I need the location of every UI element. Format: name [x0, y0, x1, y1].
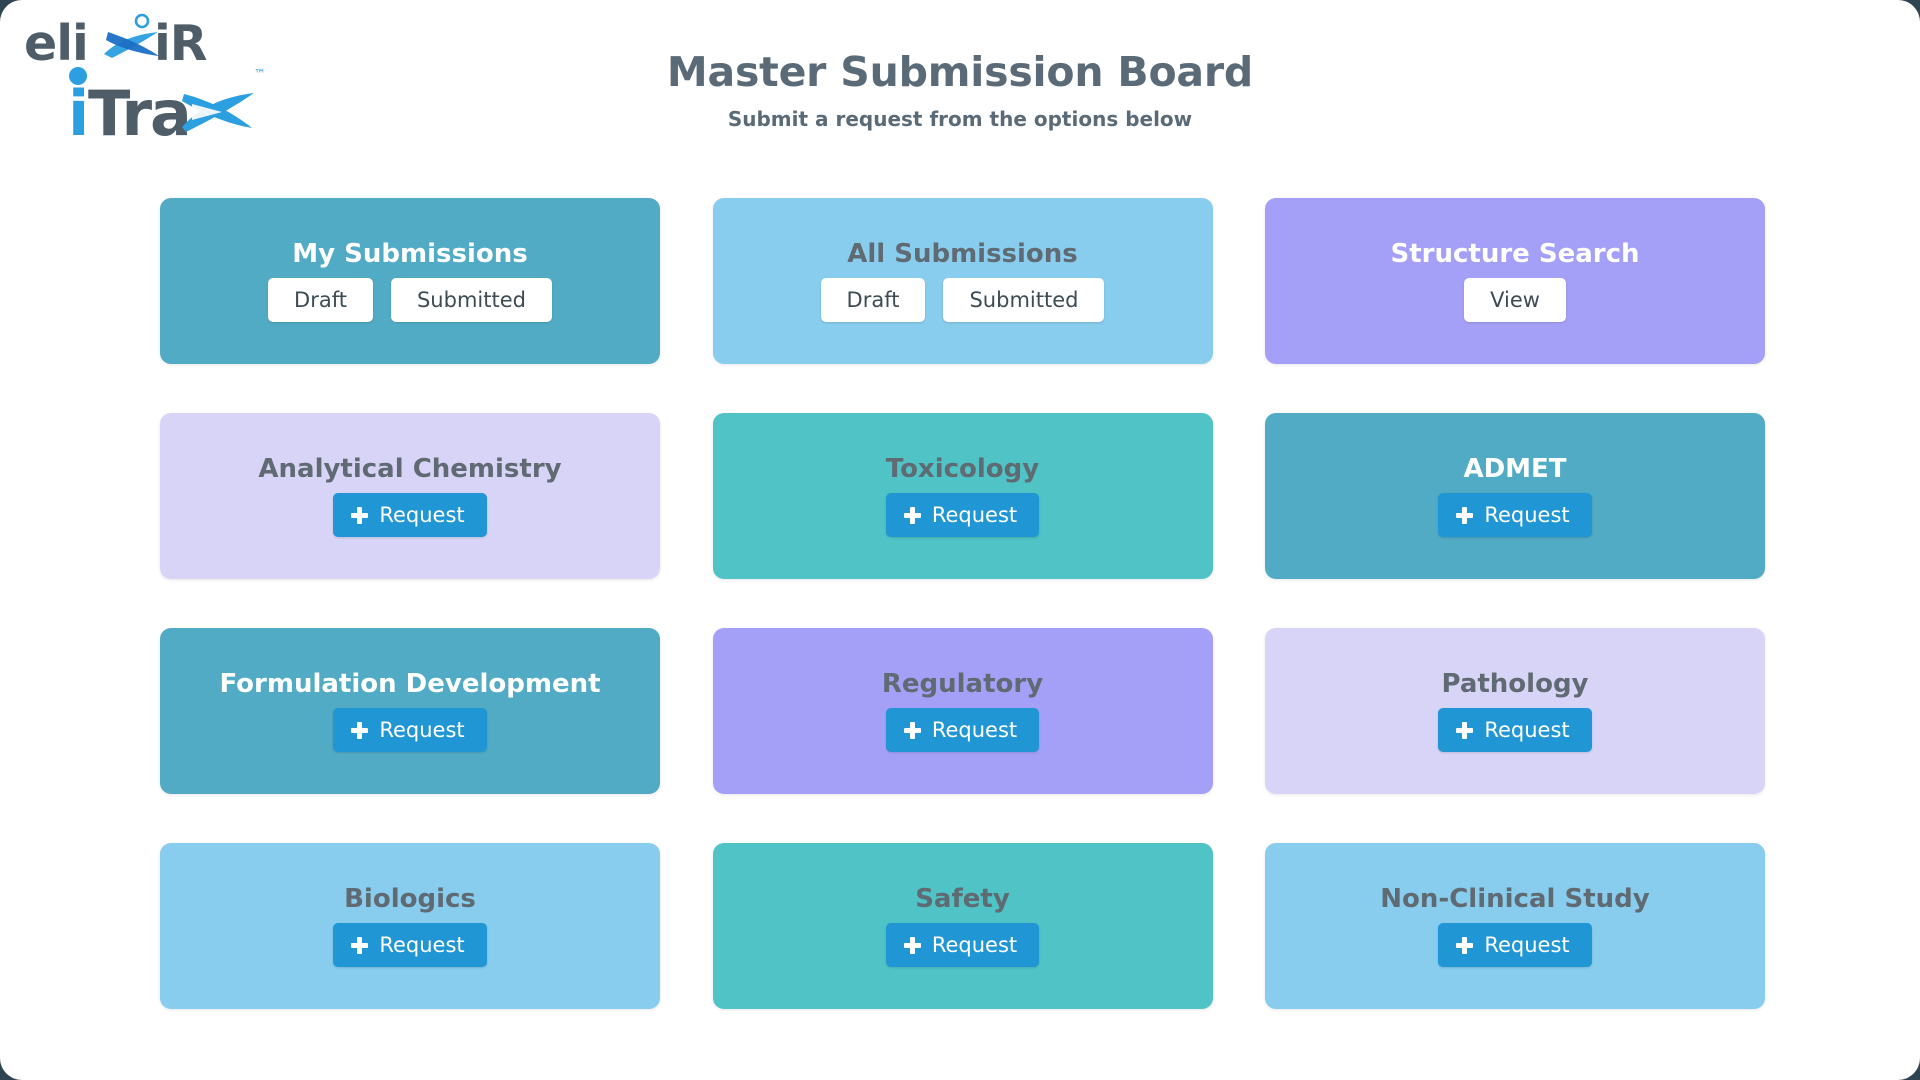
- card-actions: Draft Submitted: [820, 278, 1105, 323]
- button-label: Request: [1484, 503, 1570, 528]
- svg-text:™: ™: [174, 24, 186, 38]
- button-label: Request: [931, 503, 1018, 528]
- request-button[interactable]: Request: [885, 493, 1040, 538]
- card-title: Regulatory: [881, 668, 1044, 699]
- card-actions: Request: [1438, 708, 1592, 753]
- card-actions: Request: [333, 493, 487, 538]
- card-title: Biologics: [344, 883, 476, 914]
- request-button[interactable]: Request: [1438, 923, 1592, 968]
- button-label: Request: [379, 933, 465, 958]
- svg-text:Tra: Tra: [88, 77, 190, 150]
- card-title: Toxicology: [885, 453, 1040, 484]
- button-label: Draft: [846, 288, 900, 313]
- card-actions: Request: [1438, 493, 1592, 538]
- request-button[interactable]: Request: [1438, 493, 1592, 538]
- button-label: Request: [379, 718, 465, 743]
- card-title: My Submissions: [292, 238, 528, 269]
- plus-icon: [351, 721, 369, 739]
- draft-button[interactable]: Draft: [820, 278, 926, 323]
- view-button[interactable]: View: [1464, 278, 1566, 323]
- draft-button[interactable]: Draft: [268, 278, 373, 323]
- button-label: Draft: [294, 288, 347, 313]
- button-label: Request: [1484, 933, 1570, 958]
- request-button[interactable]: Request: [333, 923, 487, 968]
- card-title: ADMET: [1463, 453, 1567, 484]
- card-actions: View: [1464, 278, 1566, 323]
- plus-icon: [1456, 506, 1474, 524]
- svg-text:eli: eli: [24, 15, 88, 72]
- request-button[interactable]: Request: [333, 708, 487, 753]
- plus-icon: [903, 936, 921, 954]
- button-label: Request: [931, 718, 1018, 743]
- svg-text:i: i: [68, 77, 89, 150]
- request-button[interactable]: Request: [1438, 708, 1592, 753]
- card-actions: Draft Submitted: [268, 278, 552, 323]
- card-actions: Request: [885, 493, 1040, 538]
- card-title: Non-Clinical Study: [1380, 883, 1650, 914]
- card-actions: Request: [885, 923, 1040, 968]
- plus-icon: [1456, 936, 1474, 954]
- svg-text:iR: iR: [154, 15, 207, 72]
- card-title: Formulation Development: [219, 668, 601, 699]
- plus-icon: [903, 506, 921, 524]
- card-actions: Request: [1438, 923, 1592, 968]
- plus-icon: [351, 506, 369, 524]
- request-button[interactable]: Request: [885, 923, 1040, 968]
- button-label: Request: [379, 503, 465, 528]
- plus-icon: [1456, 721, 1474, 739]
- request-button[interactable]: Request: [333, 493, 487, 538]
- card-title: Pathology: [1441, 668, 1589, 699]
- card-admet: ADMET Request: [1265, 413, 1765, 579]
- button-label: Submitted: [969, 288, 1079, 313]
- card-title: Structure Search: [1390, 238, 1640, 269]
- plus-icon: [351, 936, 369, 954]
- request-button[interactable]: Request: [885, 708, 1040, 753]
- card-title: Safety: [915, 883, 1010, 914]
- plus-icon: [903, 721, 921, 739]
- elixir-itrax-logo[interactable]: eli X iR ™ i Tra ™: [16, 8, 326, 158]
- card-actions: Request: [333, 923, 487, 968]
- button-label: Request: [1484, 718, 1570, 743]
- svg-text:™: ™: [254, 67, 266, 81]
- button-label: View: [1490, 288, 1540, 313]
- button-label: Request: [931, 933, 1018, 958]
- card-actions: Request: [885, 708, 1040, 753]
- card-title: Analytical Chemistry: [258, 453, 562, 484]
- card-actions: Request: [333, 708, 487, 753]
- submitted-button[interactable]: Submitted: [943, 278, 1105, 323]
- submitted-button[interactable]: Submitted: [390, 278, 552, 323]
- card-title: All Submissions: [847, 238, 1078, 269]
- button-label: Submitted: [416, 288, 526, 313]
